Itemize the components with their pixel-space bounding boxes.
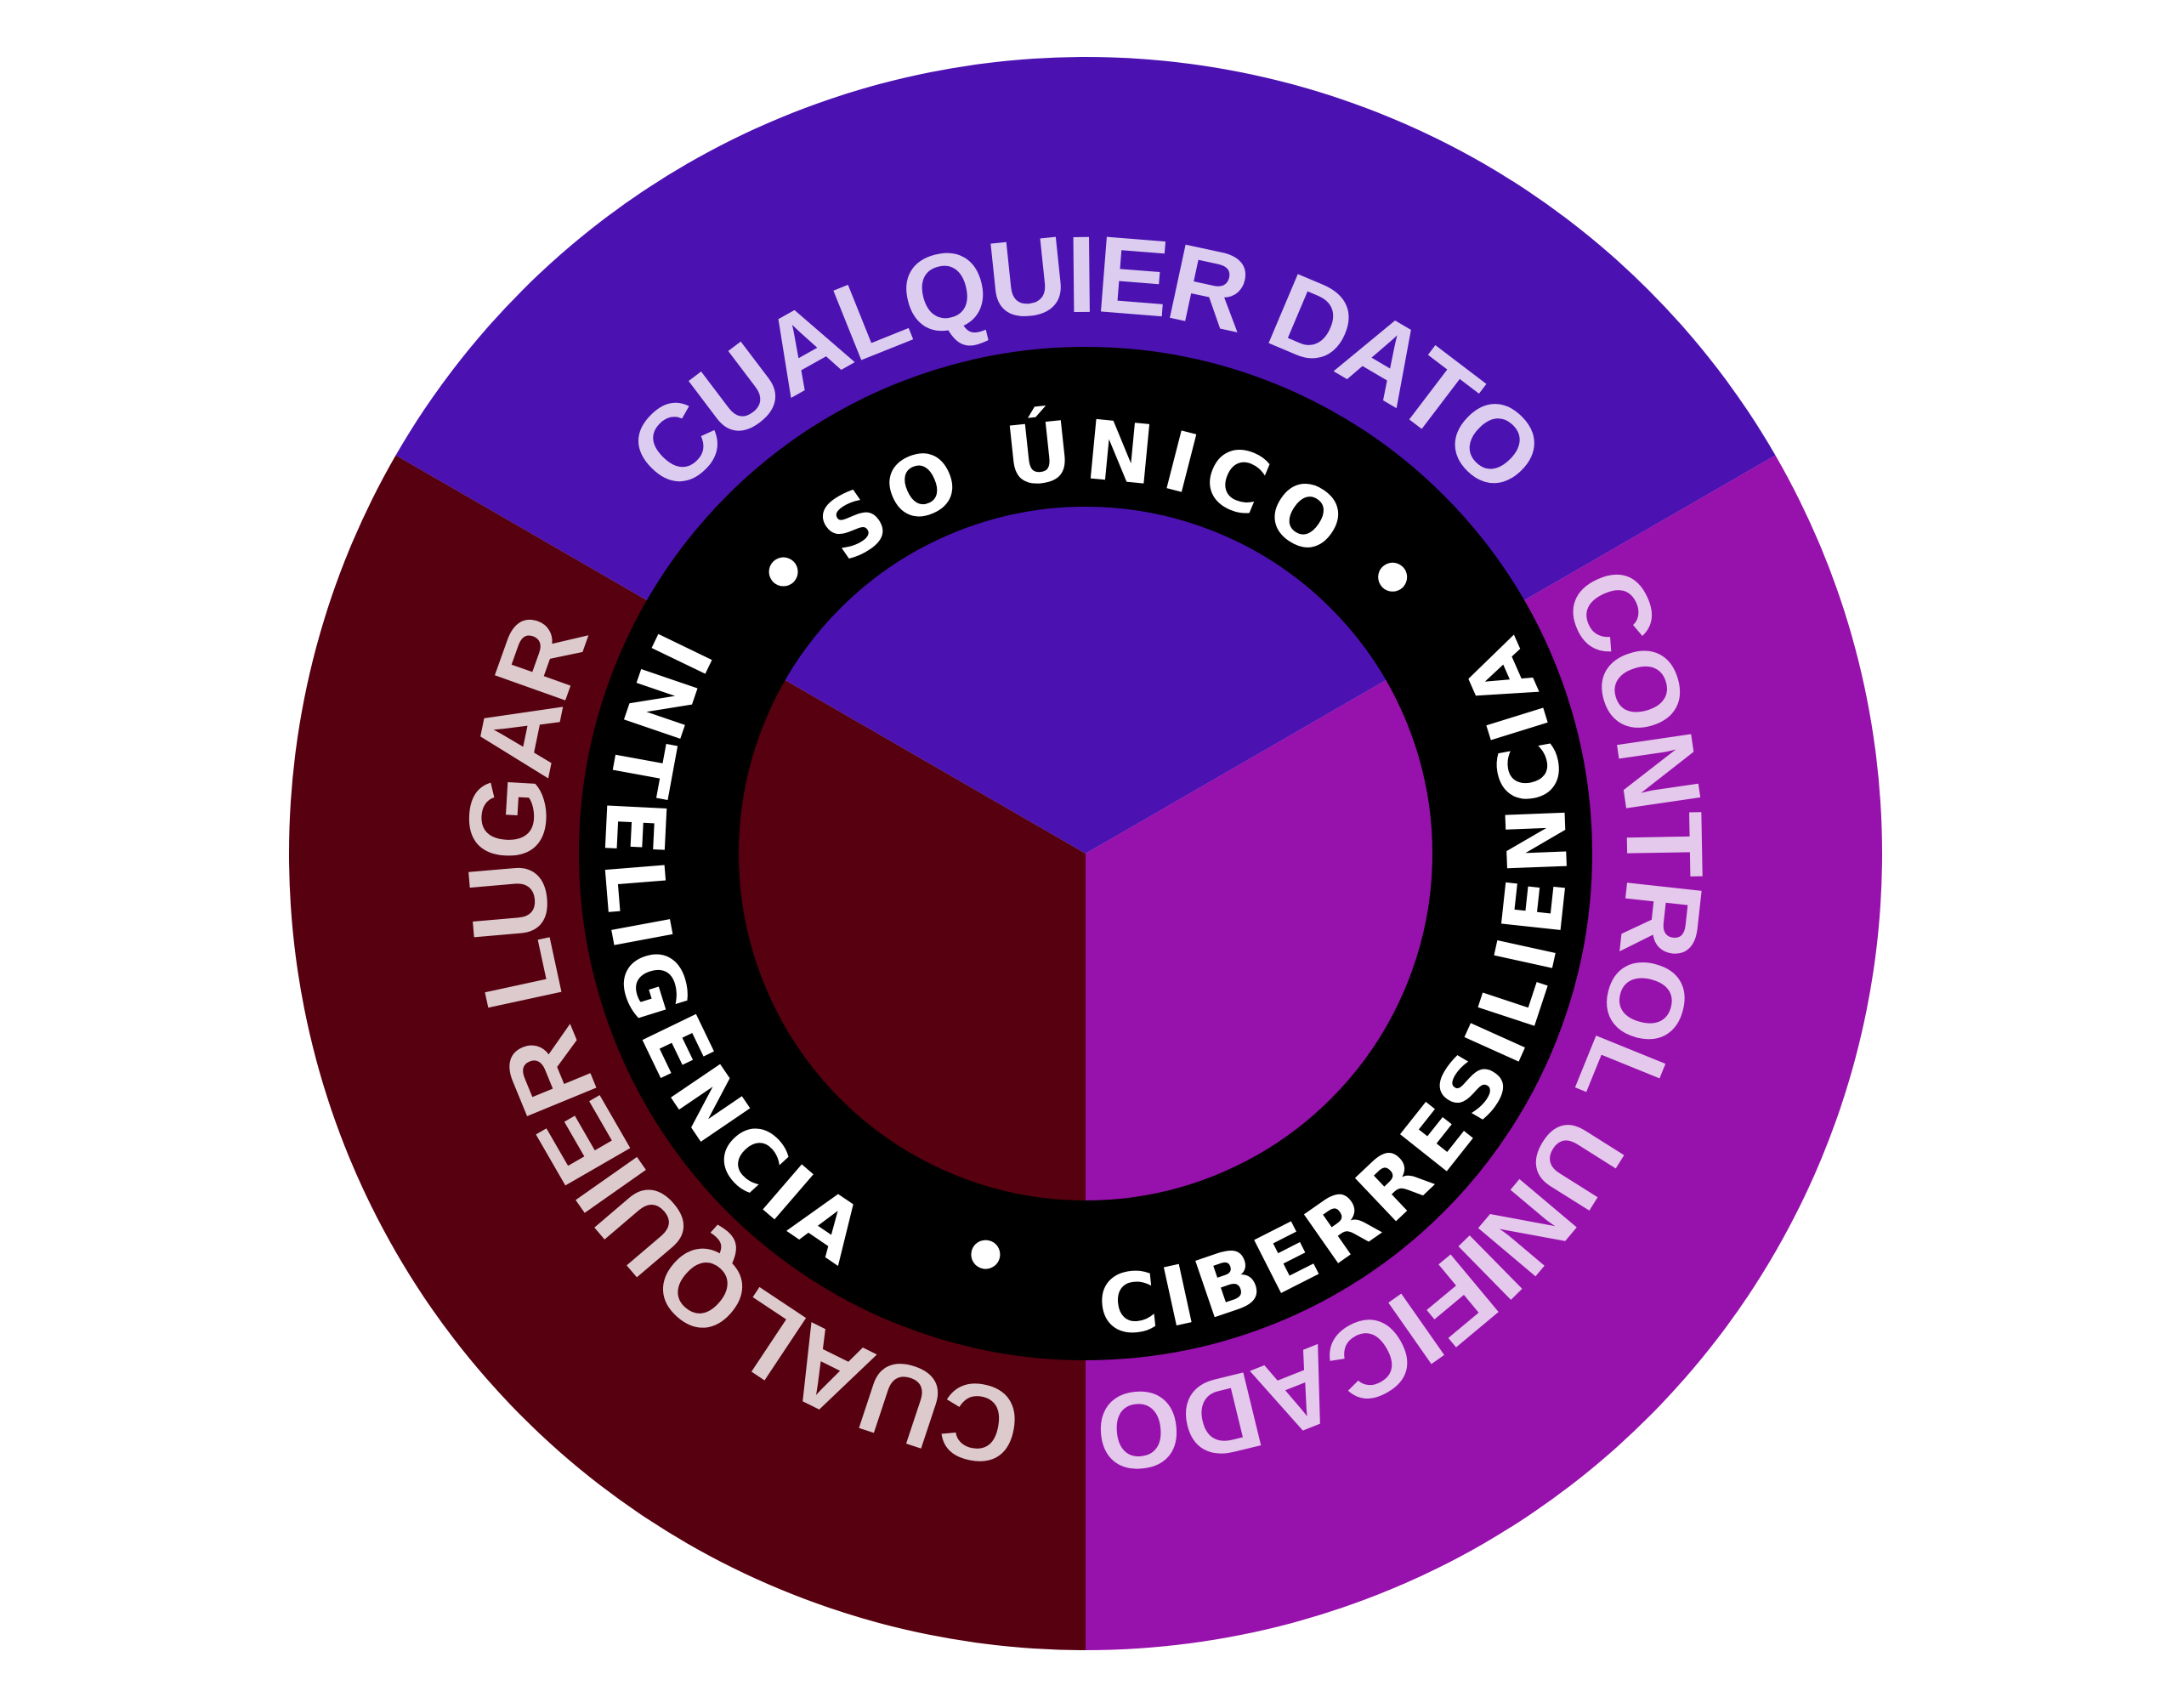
- separator-dot: [1378, 562, 1408, 592]
- separator-dot: [971, 1240, 1001, 1269]
- separator-dot: [768, 557, 798, 587]
- black-ring: [579, 347, 1592, 1360]
